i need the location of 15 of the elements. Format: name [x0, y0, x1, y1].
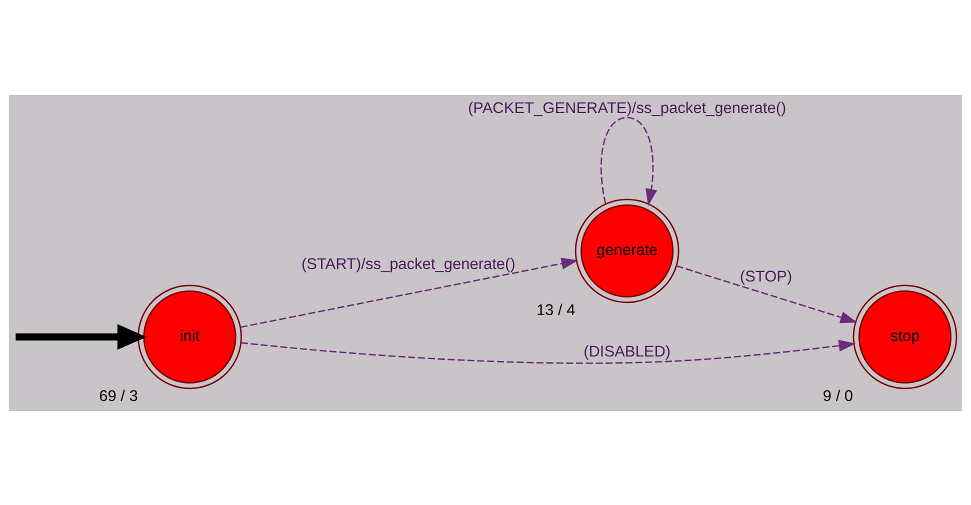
arrow — [600, 116, 658, 206]
arrow — [240, 257, 578, 328]
node-circle: generate — [574, 198, 680, 303]
edge-label: (START)/ss_packet_generate() — [301, 255, 516, 272]
node-label: 9 / 0 — [822, 387, 854, 404]
node-circle: init — [138, 284, 242, 389]
node-label: 13 / 4 — [536, 301, 576, 318]
arrow — [676, 264, 858, 323]
arrow — [16, 324, 147, 350]
arrow — [240, 339, 856, 364]
edge-label: (DISABLED) — [584, 342, 671, 360]
node-circle: stop — [852, 284, 958, 389]
edge-label: (PACKET_GENERATE)/ss_packet_generate() — [468, 100, 786, 117]
edge-label: (STOP) — [740, 268, 792, 286]
node-label: 69 / 3 — [99, 387, 138, 404]
